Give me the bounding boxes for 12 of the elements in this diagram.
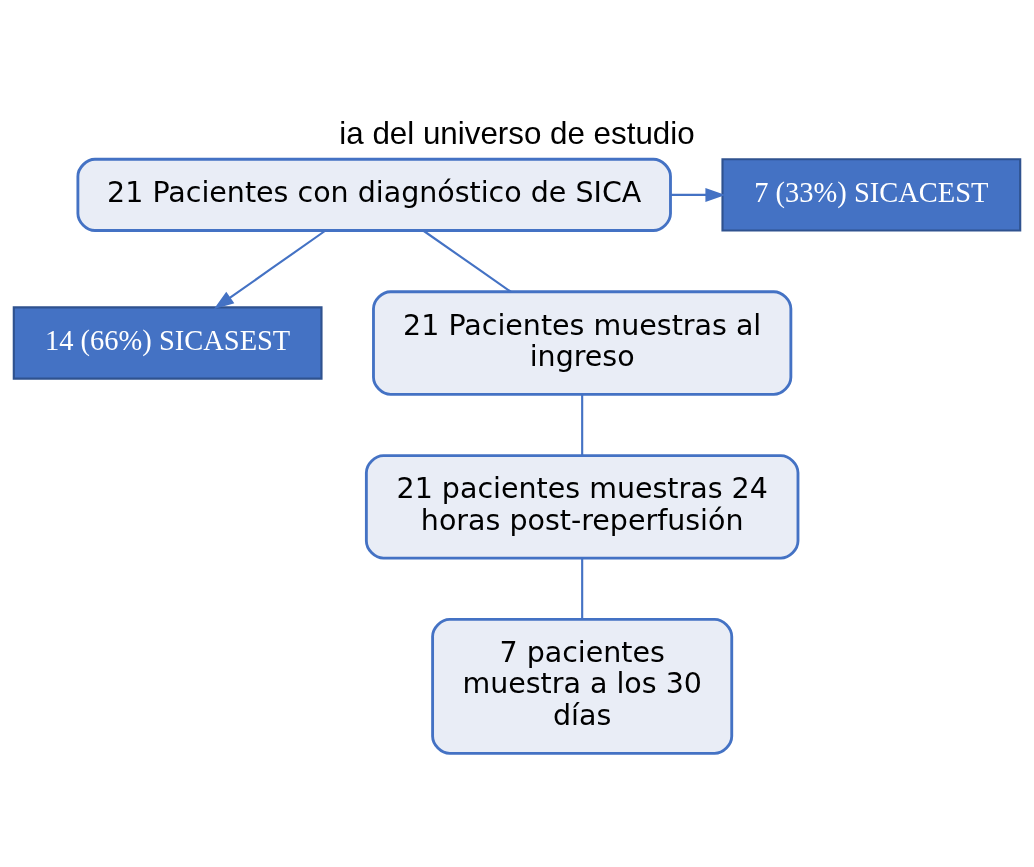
node-box: 21 Pacientes muestras al ingreso [372,290,793,396]
node-box: 21 pacientes muestras 24 horas post-reperfusión [364,454,800,560]
arrow [213,229,326,310]
diagram-title: ia del universo de estudio [339,116,695,152]
node-box: 7 (33%) SICACEST [721,158,1022,232]
connector [581,394,584,456]
node-box: 7 pacientes muestra a los 30 días [431,617,734,755]
connector [422,229,512,293]
connector [581,558,584,619]
node-box: 14 (66%) SICASEST [12,306,323,380]
node-box: 21 Pacientes con diagnóstico de SICA [76,157,672,232]
arrow [670,187,726,202]
